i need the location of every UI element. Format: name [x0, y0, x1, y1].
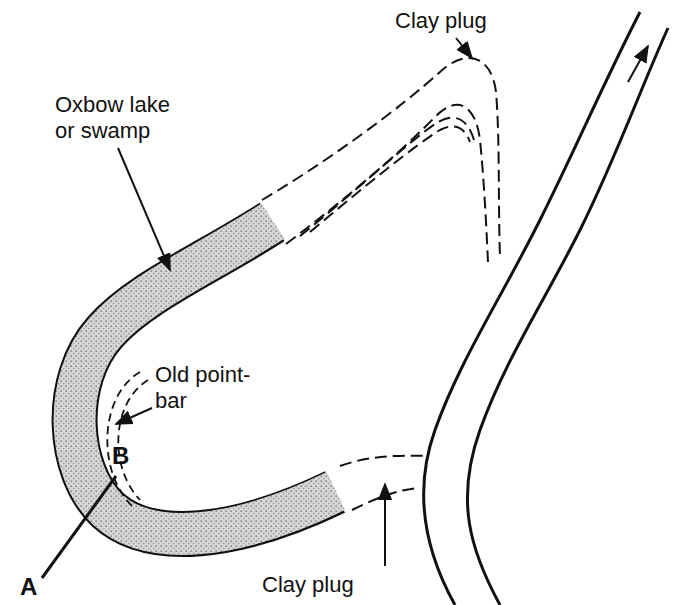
feature-label: Clay plug	[395, 8, 487, 34]
section-line	[42, 476, 116, 578]
feature-label: Old point-bar	[155, 362, 265, 414]
leader-arrow	[116, 38, 472, 566]
old-point-bar	[107, 372, 148, 506]
river-bank	[424, 12, 640, 605]
section-end-label: B	[112, 443, 129, 469]
oxbow-lake	[75, 221, 336, 534]
section-end-label: A	[20, 574, 37, 600]
feature-label: Clay plug	[262, 572, 354, 598]
river-bank	[467, 28, 668, 605]
oxbow-lake-outline	[75, 222, 335, 534]
flow-arrow	[628, 46, 648, 82]
feature-label: Oxbow lake or swamp	[55, 92, 180, 144]
abandoned-channel	[262, 58, 500, 262]
